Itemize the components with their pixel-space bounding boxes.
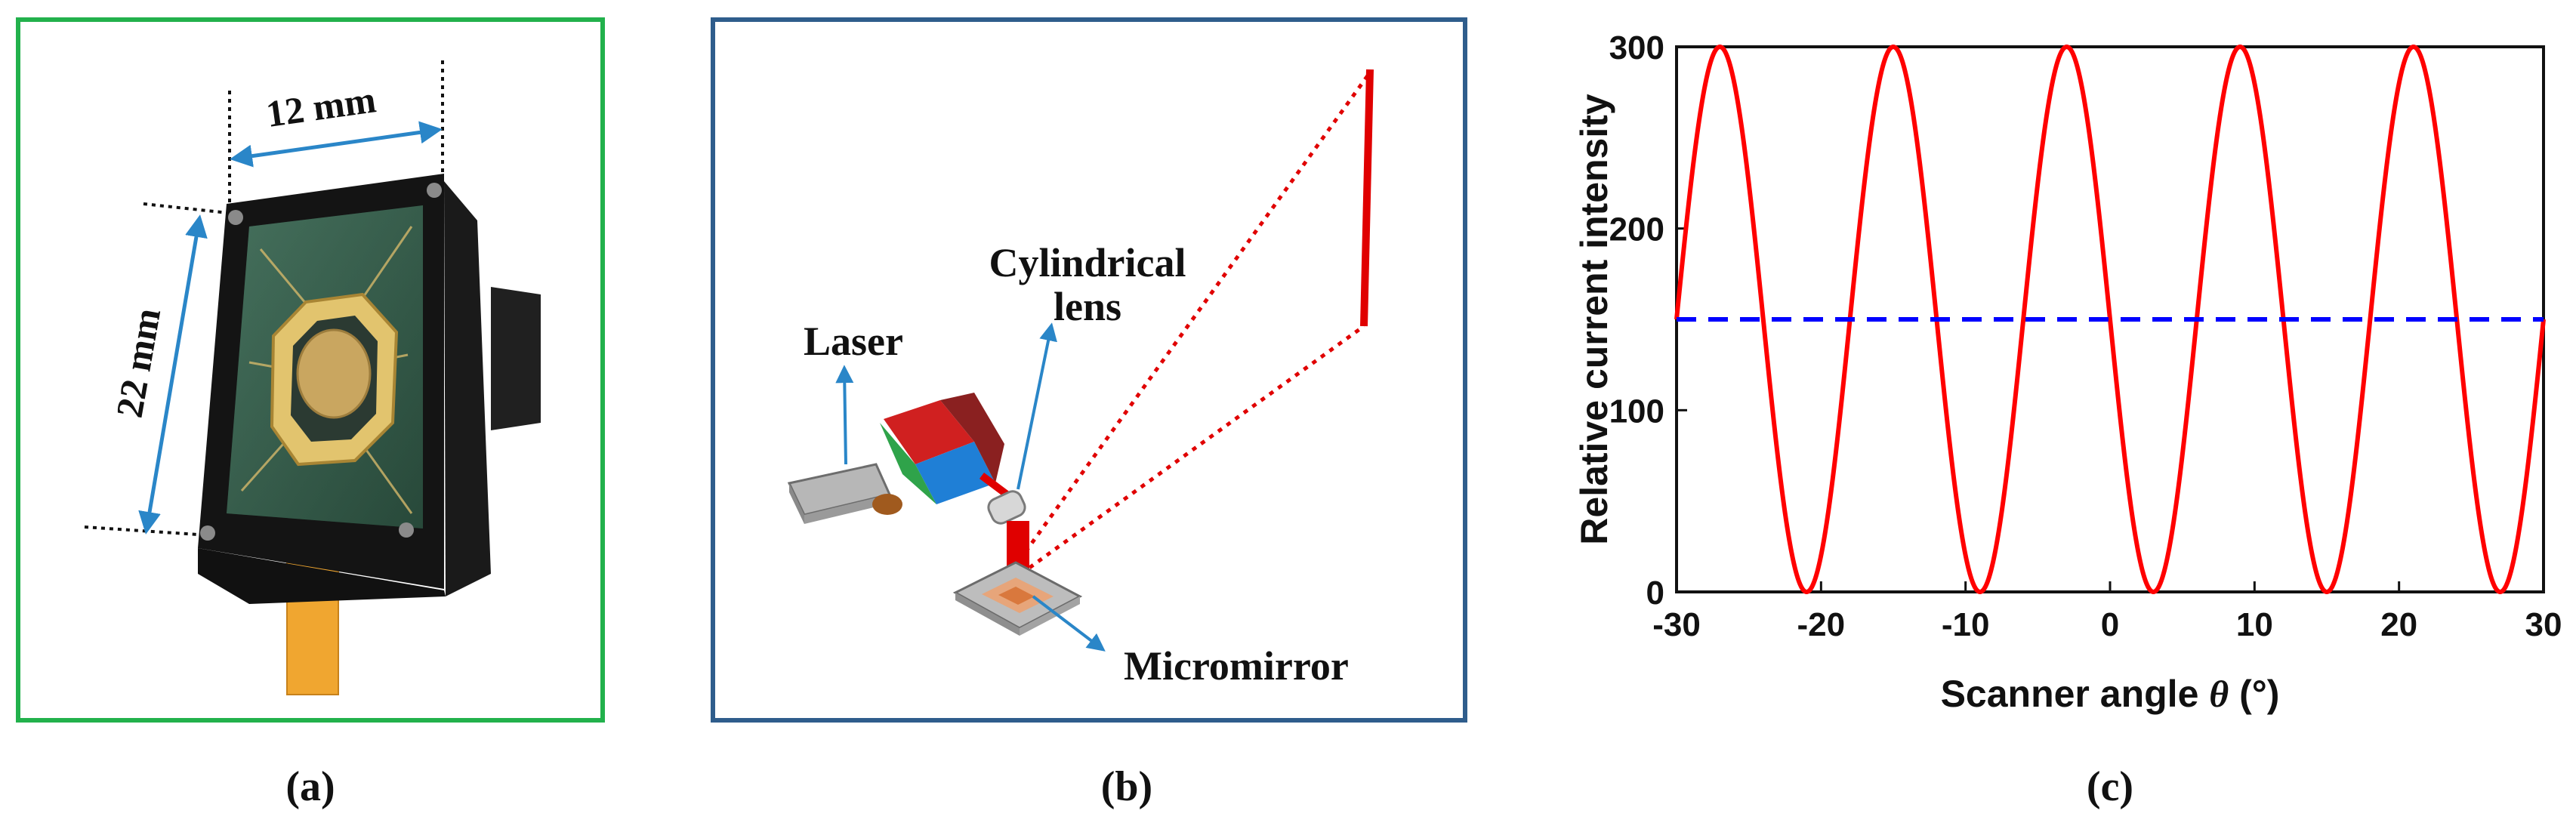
x-axis-label-symbol: θ <box>2209 673 2229 715</box>
micromirror-chip <box>952 561 1083 636</box>
projection-ray-bottom <box>1020 324 1365 576</box>
lens-label-line2: lens <box>1054 284 1121 329</box>
screw <box>427 183 442 198</box>
y-tick-label: 100 <box>1609 393 1664 430</box>
micromirror-photo <box>296 328 372 419</box>
x-tick-label: -30 <box>1652 606 1701 643</box>
cylindrical-lens <box>987 490 1026 525</box>
panel-a: 12 mm 22 mm (a) <box>16 17 605 810</box>
y-axis-label: Relative current intensity <box>1573 94 1615 545</box>
x-axis-ticks: -30 -20 -10 0 10 20 30 <box>1652 581 2562 643</box>
housing-bottom <box>198 548 446 604</box>
x-tick-label: 0 <box>2101 606 2119 643</box>
x-tick-label: -10 <box>1942 606 1990 643</box>
panel-a-frame <box>16 17 605 723</box>
relative-intensity-chart: -30 -20 -10 0 10 20 30 0 100 200 300 Relative cur… <box>1573 29 2562 715</box>
panel-b-caption: (b) <box>1101 763 1152 810</box>
laser-label: Laser <box>804 319 903 364</box>
scanner-device-photo <box>198 174 541 695</box>
y-tick-label: 200 <box>1609 211 1664 248</box>
y-tick-label: 300 <box>1609 29 1664 66</box>
mirror-label: Micromirror <box>1124 643 1349 689</box>
screw <box>200 525 215 541</box>
x-axis-label-unit: (°) <box>2229 673 2279 715</box>
projected-scan-line <box>1360 69 1374 327</box>
panel-b: Laser Cylindrical lens Micromirror (b) <box>711 17 1467 810</box>
lens-pointer <box>1017 322 1057 490</box>
height-label: 22 mm <box>108 305 168 421</box>
panel-c-caption: (c) <box>2087 763 2133 810</box>
y-axis-ticks: 0 100 200 300 <box>1609 29 1687 612</box>
x-axis-label: Scanner angle θ (°) <box>1941 673 2280 715</box>
screw <box>399 522 414 538</box>
x-tick-label: 20 <box>2380 606 2417 643</box>
lens-label-line1: Cylindrical <box>989 240 1186 285</box>
panel-a-caption: (a) <box>285 763 335 810</box>
x-tick-label: 30 <box>2525 606 2562 643</box>
y-tick-label: 0 <box>1646 575 1664 612</box>
housing-side <box>444 181 491 596</box>
mirror-pointer <box>1032 595 1106 652</box>
panel-c: -30 -20 -10 0 10 20 30 0 100 200 300 Relative cur… <box>1573 29 2562 810</box>
series-red-sine <box>1674 45 2546 594</box>
screw <box>228 210 243 225</box>
x-tick-label: -20 <box>1797 606 1846 643</box>
chart-series <box>1674 45 2546 594</box>
width-label: 12 mm <box>264 78 378 135</box>
x-tick-label: 10 <box>2236 606 2273 643</box>
laser-module <box>787 393 1014 524</box>
panel-b-frame <box>711 17 1467 723</box>
laser-pointer <box>835 365 854 465</box>
x-axis-label-text: Scanner angle <box>1941 673 2210 715</box>
projection-ray-top <box>1017 71 1372 562</box>
